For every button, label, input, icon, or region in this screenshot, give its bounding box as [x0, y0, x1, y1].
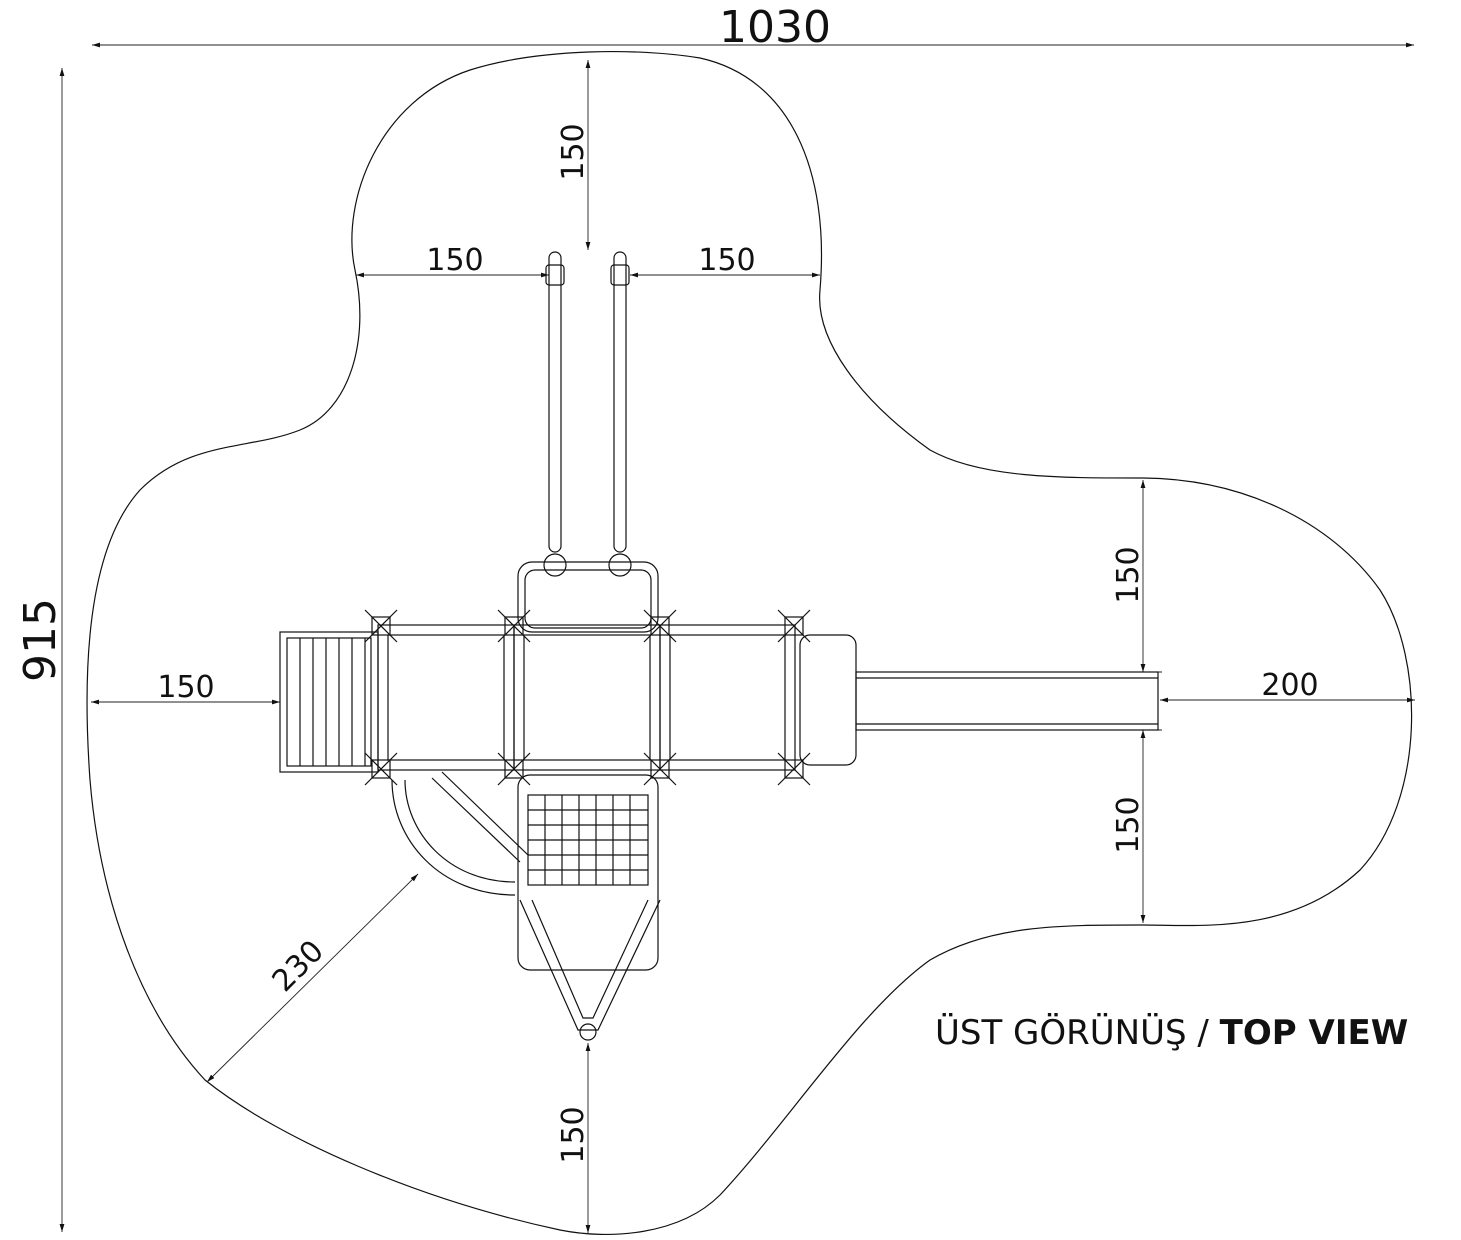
top-rails — [543, 251, 632, 577]
overall-height-label: 915 — [15, 598, 66, 682]
diagonal-bar — [431, 771, 529, 863]
safety-zone-outline — [86, 51, 1413, 1236]
center-deck — [513, 624, 661, 771]
diagonal-clearance-line — [206, 873, 419, 1083]
right-lower-clearance-label: 150 — [1111, 796, 1146, 853]
left-clearance-label: 150 — [157, 670, 214, 705]
view-title-tr: ÜST GÖRÜNÜŞ — [935, 1013, 1187, 1053]
view-title-en: TOP VIEW — [1219, 1013, 1409, 1053]
curved-slide — [391, 779, 516, 896]
view-title-separator: / — [1186, 1013, 1220, 1053]
top-clearance-label: 150 — [556, 123, 591, 180]
right-deck — [659, 624, 796, 771]
view-title: ÜST GÖRÜNÜŞ / TOP VIEW — [935, 1013, 1408, 1053]
lower-a-frame — [519, 899, 661, 1041]
overall-width-label: 1030 — [719, 2, 831, 53]
left-deck — [377, 624, 515, 771]
post-clamps — [364, 609, 811, 786]
right-upper-clearance-label: 150 — [1111, 546, 1146, 603]
left-ladder — [279, 631, 379, 773]
right-clearance-label: 200 — [1261, 668, 1318, 703]
top-platform — [517, 561, 659, 633]
top-right-clearance-label: 150 — [698, 243, 755, 278]
bottom-clearance-label: 150 — [556, 1106, 591, 1163]
lower-climber — [517, 774, 659, 971]
top-left-clearance-label: 150 — [426, 243, 483, 278]
right-slide — [799, 634, 1159, 766]
playground-structure — [279, 251, 1159, 1041]
diagonal-clearance-label: 230 — [266, 934, 331, 999]
